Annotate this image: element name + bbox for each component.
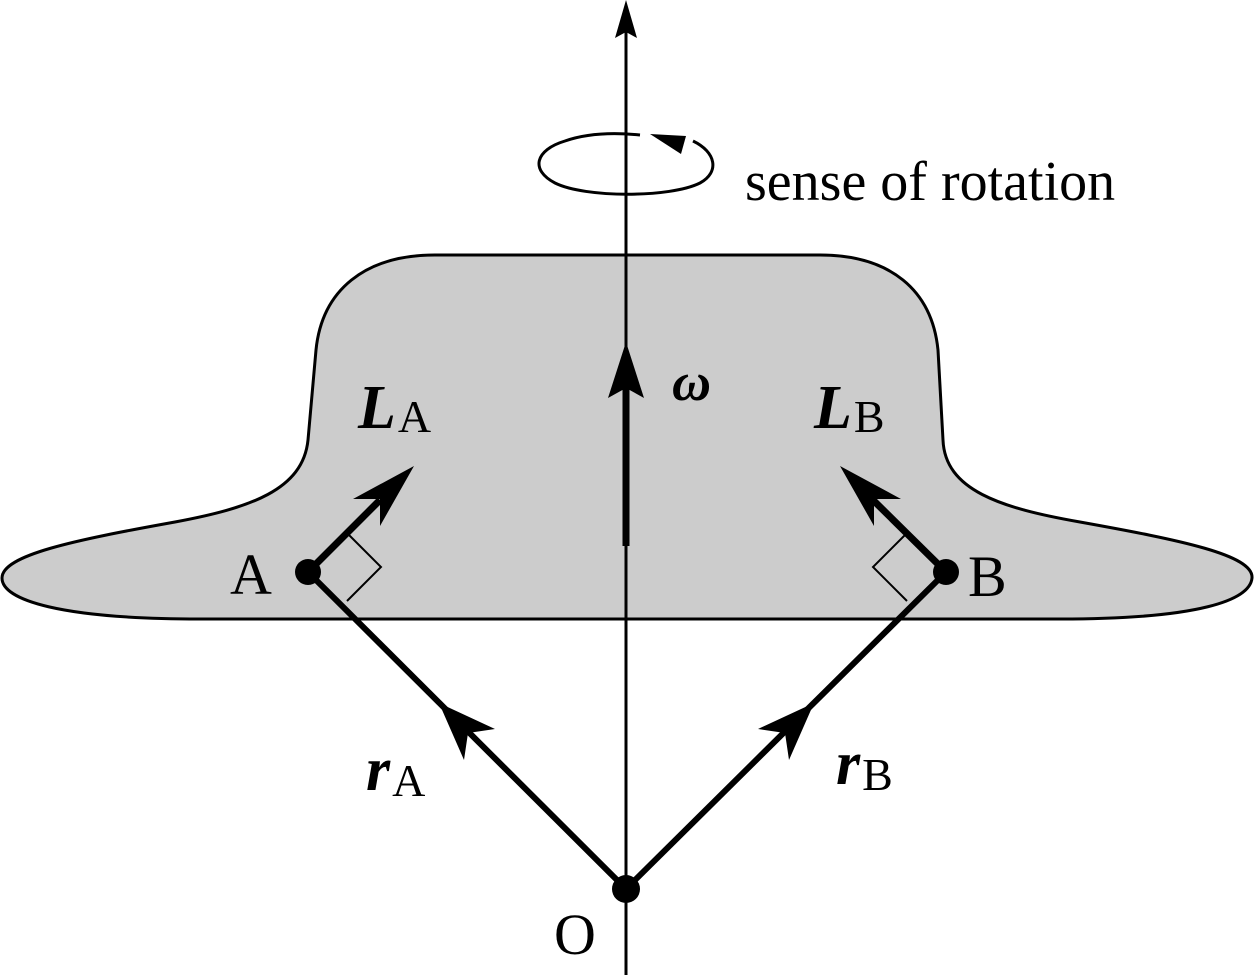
r-a-vector-arrowhead (439, 703, 495, 760)
r-b-label: rB (836, 730, 893, 800)
right-angle-marker-a (346, 532, 383, 602)
l-a-vector-arrowhead (353, 466, 414, 526)
point-o-dot (612, 875, 640, 903)
omega-vector-arrowhead (608, 342, 644, 398)
l-a-subscript: A (398, 391, 431, 442)
r-b-vector-arrowhead (758, 703, 814, 760)
omega-label: ω (672, 352, 711, 412)
r-b-subscript: B (862, 749, 893, 800)
l-a-vector-shaft (305, 497, 383, 575)
axis-arrowhead (615, 0, 637, 38)
l-b-vector-shaft (870, 497, 949, 575)
rotation-caption: sense of rotation (745, 151, 1115, 213)
l-b-vector-arrowhead (840, 466, 901, 526)
point-a-dot (295, 559, 321, 585)
l-b-label: LB (813, 374, 885, 442)
rotation-direction-arrowhead (650, 134, 686, 154)
r-a-symbol: r (366, 736, 391, 804)
l-a-symbol: L (357, 374, 396, 442)
r-a-label: rA (366, 736, 425, 806)
l-b-symbol: L (813, 374, 852, 442)
l-a-label: LA (357, 374, 431, 442)
point-o-label: O (554, 902, 596, 967)
point-b-dot (933, 559, 959, 585)
right-angle-marker-b (871, 532, 908, 602)
r-a-subscript: A (392, 755, 425, 806)
rotation-ellipse (537, 132, 715, 196)
l-b-subscript: B (854, 391, 885, 442)
r-b-symbol: r (836, 730, 861, 798)
point-b-label: B (968, 544, 1007, 609)
point-a-label: A (230, 542, 272, 607)
